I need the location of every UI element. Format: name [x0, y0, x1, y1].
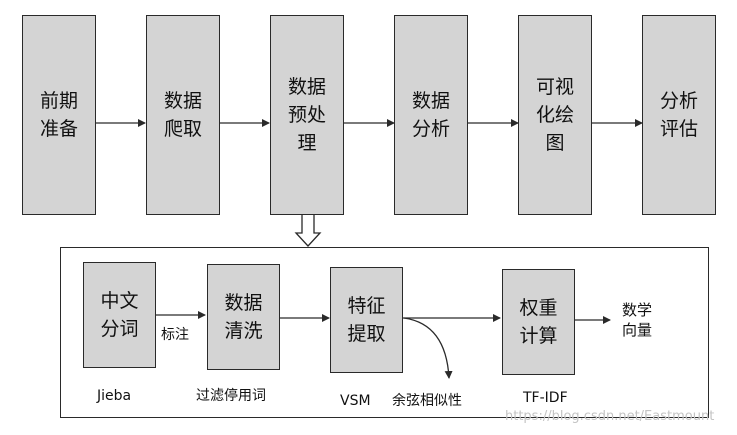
step-eval-box: 分析评估 — [642, 15, 716, 215]
substep-clean-box: 数据清洗 — [207, 264, 280, 370]
step-crawl-label: 数据爬取 — [163, 90, 202, 140]
caption-stopwords: 过滤停用词 — [196, 388, 266, 404]
step-eval-label: 分析评估 — [659, 90, 698, 140]
preprocess-detail-frame — [60, 247, 709, 418]
step-crawl-box: 数据爬取 — [146, 15, 220, 215]
caption-jieba: Jieba — [97, 388, 132, 404]
substep-seg-label: 中文分词 — [100, 290, 139, 340]
step-analysis-box: 数据分析 — [394, 15, 468, 215]
step-prep-label: 前期准备 — [39, 90, 78, 140]
substep-weight-box: 权重计算 — [502, 269, 575, 375]
edge-label-cosine: 余弦相似性 — [392, 393, 462, 409]
substep-feature-box: 特征提取 — [330, 267, 403, 373]
step-preprocess-box: 数据预处理 — [270, 15, 344, 215]
substep-weight-label: 权重计算 — [519, 297, 558, 347]
caption-vsm: VSM — [340, 393, 371, 409]
substep-feature-label: 特征提取 — [347, 295, 386, 345]
watermark-text: https://blog.csdn.net/Eastmount — [505, 409, 715, 424]
step-analysis-label: 数据分析 — [411, 90, 450, 140]
substep-clean-label: 数据清洗 — [224, 292, 263, 342]
expand-down-arrow — [294, 213, 322, 247]
edge-label-output: 数学向量 — [622, 301, 653, 339]
step-prep-box: 前期准备 — [22, 15, 96, 215]
step-visual-box: 可视化绘图 — [518, 15, 592, 215]
step-preprocess-label: 数据预处理 — [287, 76, 326, 154]
edge-label-annotate: 标注 — [161, 327, 189, 343]
step-visual-label: 可视化绘图 — [535, 76, 574, 154]
arrow-feature-branch-curve — [403, 317, 453, 379]
substep-seg-box: 中文分词 — [83, 262, 156, 368]
caption-tfidf: TF-IDF — [523, 390, 568, 406]
